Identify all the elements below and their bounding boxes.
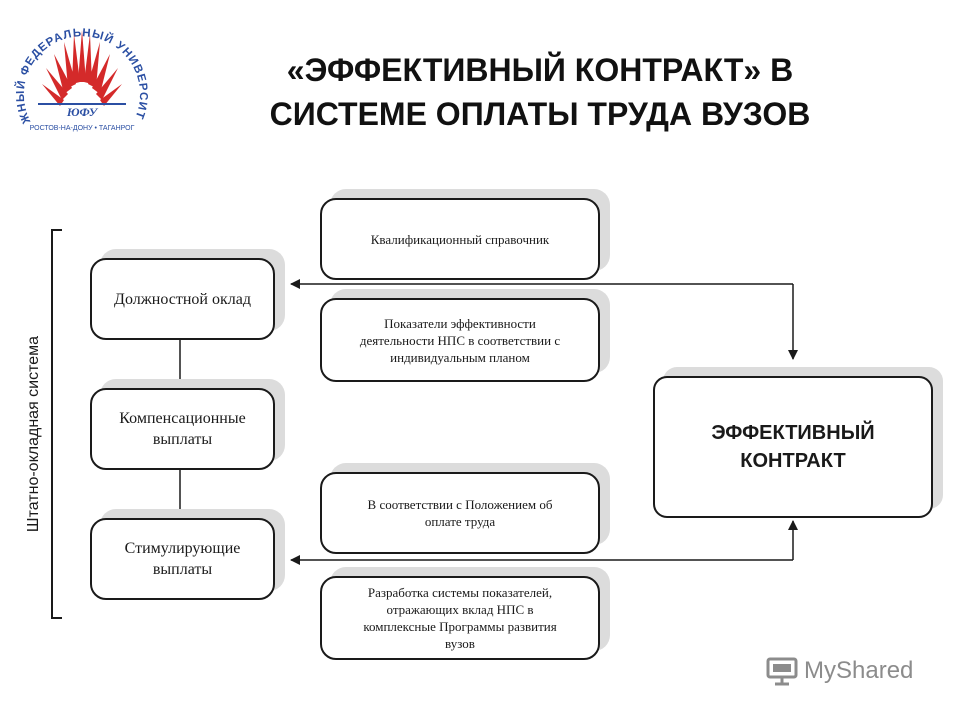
box-qualification-handbook: Квалификационный справочник <box>320 198 600 280</box>
box-stimulus-line-2: выплаты <box>152 561 213 578</box>
myshared-watermark: MyShared <box>766 656 913 686</box>
system-bracket <box>51 229 62 619</box>
box-indicator-development: Разработка системы показателей, отражающ… <box>320 576 600 660</box>
box-official-salary: Должностной оклад <box>90 258 275 340</box>
page-title: «ЭФФЕКТИВНЫЙ КОНТРАКТ» В СИСТЕМЕ ОПЛАТЫ … <box>170 48 910 136</box>
presentation-icon <box>766 657 798 686</box>
box-performance-indicators: Показатели эффективности деятельности НП… <box>320 298 600 382</box>
box-stimulus-payments: Стимулирующие выплаты <box>90 518 275 600</box>
box-effective-contract: ЭФФЕКТИВНЫЙ КОНТРАКТ <box>653 376 933 518</box>
logo-city-text: РОСТОВ-НА-ДОНУ • ТАГАНРОГ <box>30 125 135 132</box>
watermark-text: MyShared <box>804 657 914 684</box>
box-regulation-line-2: оплате труда <box>424 514 496 529</box>
box-effective-contract-line-1: ЭФФЕКТИВНЫЙ <box>711 422 875 444</box>
vertical-system-label: Штатно-окладная система <box>25 335 42 533</box>
box-compensation-line-1: Компенсационные <box>119 410 246 427</box>
logo-inner-text: ЮФУ <box>66 105 99 119</box>
university-logo: ЮЖНЫЙ ФЕДЕРАЛЬНЫЙ УНИВЕРСИТЕТ ЮФУ РОСТОВ… <box>8 8 156 146</box>
box-effective-contract-line-2: КОНТРАКТ <box>740 450 846 472</box>
box-development-line-1: Разработка системы показателей, <box>367 585 553 600</box>
box-qualification-text: Квалификационный справочник <box>370 231 550 247</box>
box-stimulus-line-1: Стимулирующие <box>124 540 241 557</box>
box-regulation-line-1: В соответствии с Положением об <box>367 497 553 512</box>
box-payment-regulation: В соответствии с Положением об оплате тр… <box>320 472 600 554</box>
box-development-line-3: комплексные Программы развития <box>363 619 557 634</box>
box-performance-line-1: Показатели эффективности <box>384 315 536 331</box>
box-development-line-2: отражающих вклад НПС в <box>386 602 534 617</box>
box-performance-line-2: деятельности НПС в соответствии с <box>359 332 561 348</box>
box-performance-line-3: индивидуальным планом <box>390 349 530 365</box>
box-development-line-4: вузов <box>445 636 475 651</box>
box-compensation-line-2: выплаты <box>152 431 213 448</box>
logo-rays-icon <box>42 30 122 106</box>
box-official-salary-text: Должностной оклад <box>114 290 251 308</box>
title-line-2: СИСТЕМЕ ОПЛАТЫ ТРУДА ВУЗОВ <box>269 96 811 132</box>
title-line-1: «ЭФФЕКТИВНЫЙ КОНТРАКТ» В <box>286 52 794 88</box>
box-compensation-payments: Компенсационные выплаты <box>90 388 275 470</box>
